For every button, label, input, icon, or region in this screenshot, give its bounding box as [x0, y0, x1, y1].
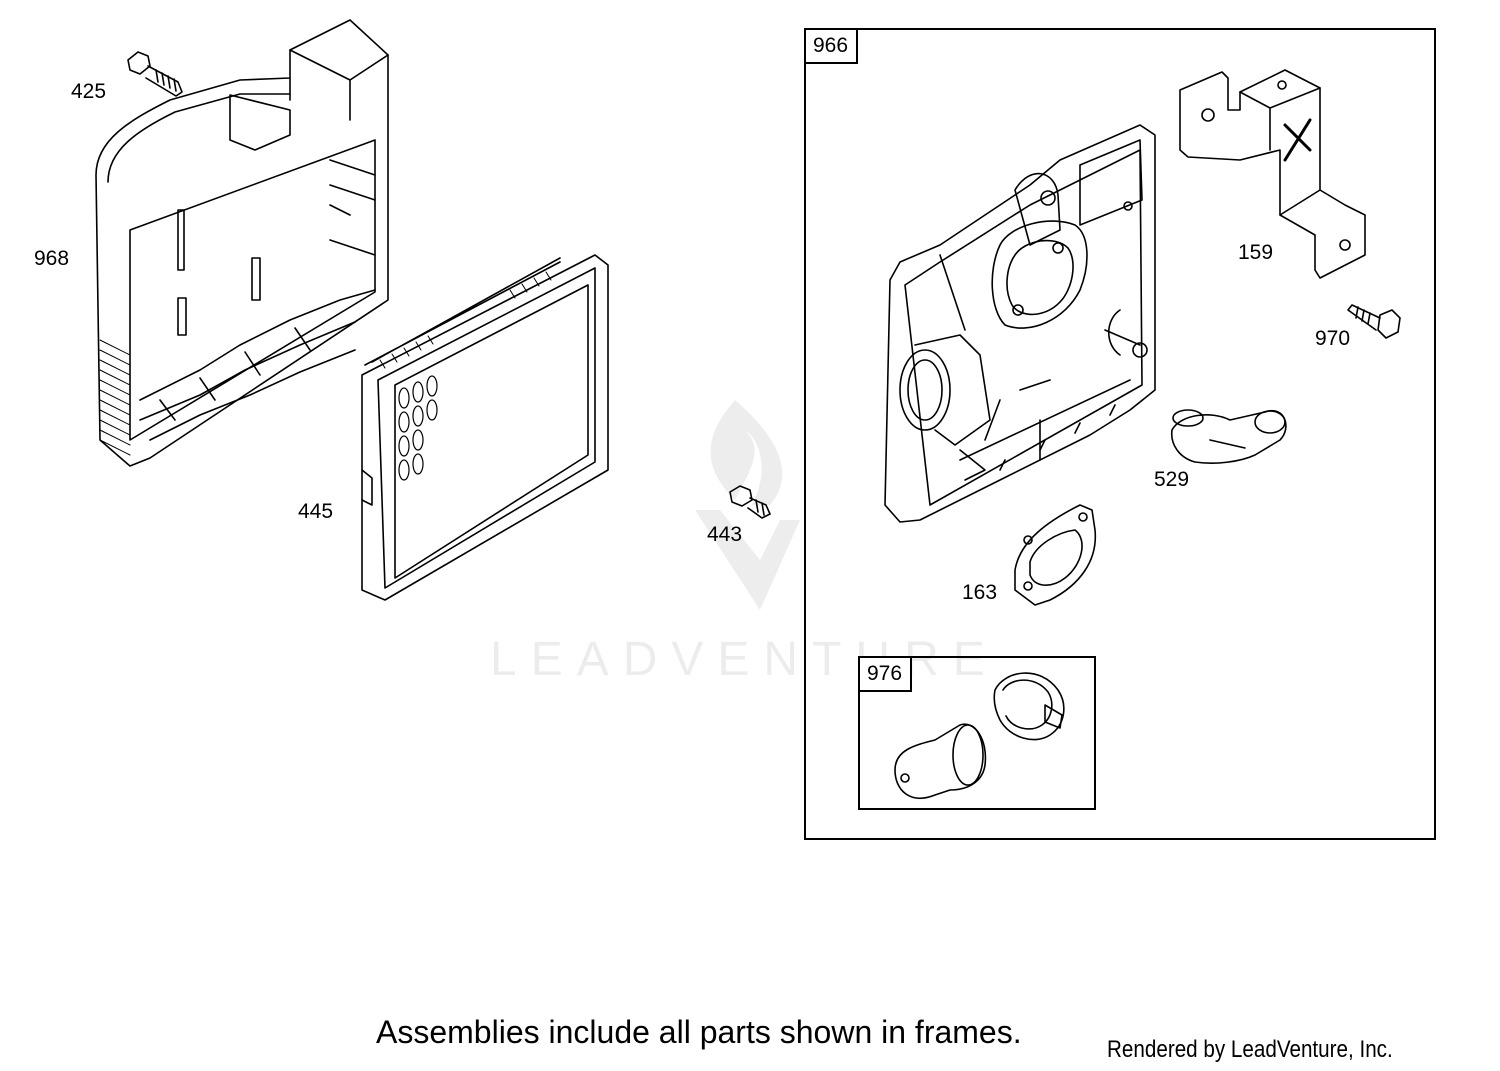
assemblies-note: Assemblies include all parts shown in fr…: [376, 1014, 1022, 1050]
primer-976-drawing: [894, 672, 1065, 799]
bracket-159-drawing: [1179, 69, 1366, 279]
render-credit: Rendered by LeadVenture, Inc.: [1107, 1036, 1393, 1063]
carburetor-housing-966-drawing: [884, 124, 1156, 523]
air-cleaner-base-968-drawing: [95, 19, 389, 467]
gasket-163-drawing: [1014, 504, 1097, 606]
part-number-970: 970: [1315, 327, 1351, 350]
bolt-425-drawing: [127, 51, 183, 97]
assembly-frame-966: 966: [804, 28, 1436, 840]
part-number-163: 163: [962, 581, 998, 604]
assembly-frame-976: 976: [858, 656, 1096, 810]
part-number-445: 445: [298, 500, 334, 523]
elbow-tube-529-drawing: [1170, 409, 1287, 464]
part-number-425: 425: [71, 80, 107, 103]
part-number-529: 529: [1154, 468, 1190, 491]
frame-number-976: 976: [860, 658, 913, 692]
air-filter-445-drawing: [361, 254, 609, 601]
part-number-968: 968: [34, 247, 70, 270]
watermark-logo: [695, 400, 800, 610]
frame-number-966: 966: [806, 30, 859, 64]
bolt-970-drawing: [1347, 304, 1401, 339]
part-number-443: 443: [707, 523, 743, 546]
part-number-159: 159: [1238, 241, 1274, 264]
bolt-443-drawing: [729, 485, 771, 519]
